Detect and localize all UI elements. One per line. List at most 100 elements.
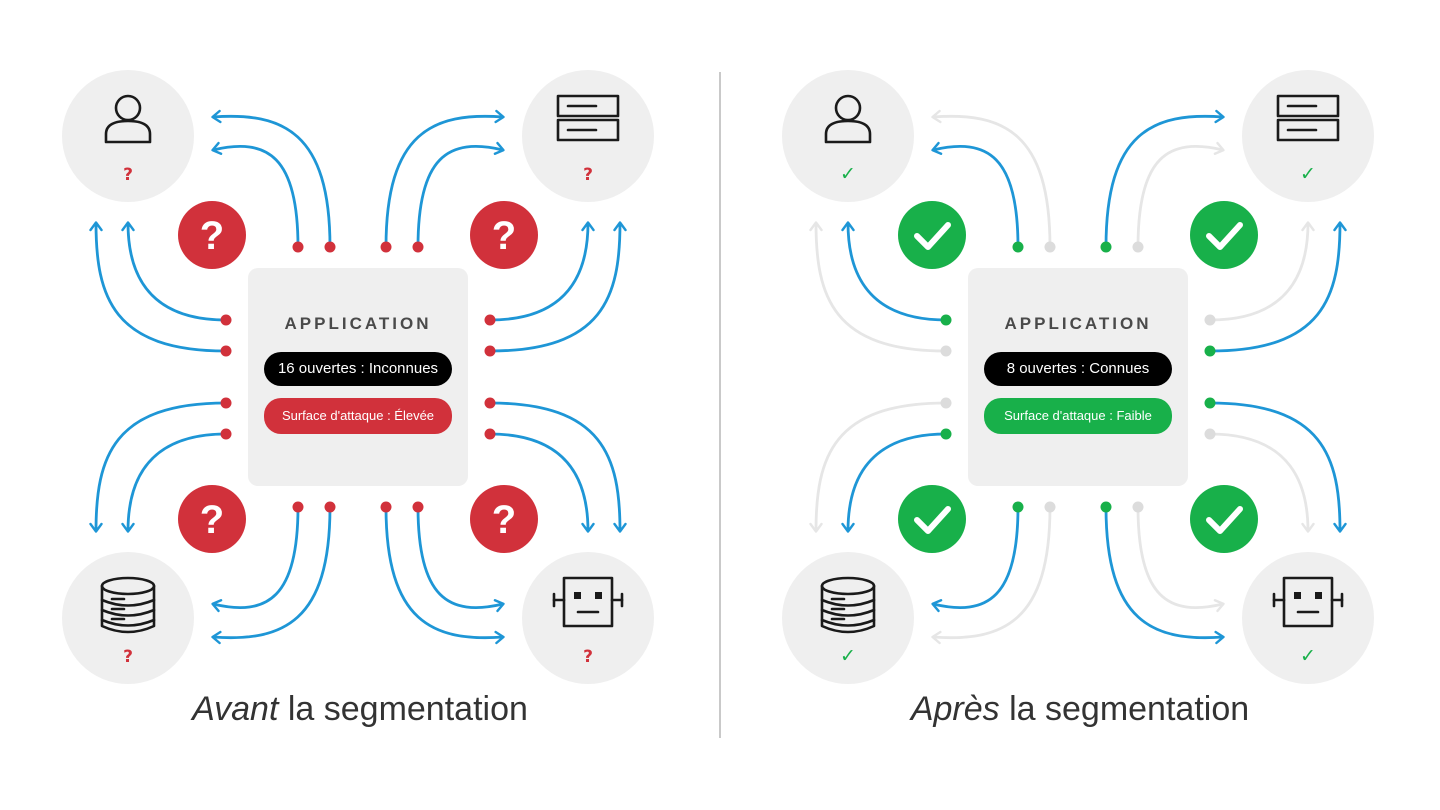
- flow-arrow: [1104, 109, 1225, 248]
- flow-arrow: [121, 432, 227, 533]
- port-dot: [940, 314, 952, 326]
- status-badge: [1190, 201, 1258, 269]
- database-icon: [820, 576, 876, 634]
- port-dot: [484, 345, 496, 357]
- port-dot: [412, 501, 424, 513]
- badge-circle: [178, 201, 246, 269]
- port-dot: [292, 241, 304, 253]
- port-dot: [1100, 501, 1112, 513]
- node-circle: [1242, 552, 1374, 684]
- node-status-mark: ?: [123, 165, 133, 185]
- badge-circle: [470, 201, 538, 269]
- open-ports-pill: 8 ouvertes : Connues: [984, 352, 1172, 386]
- caption-after: Après la segmentation: [720, 690, 1440, 729]
- port-dot: [412, 241, 424, 253]
- flow-arrow: [841, 221, 947, 322]
- port-dot: [1012, 241, 1024, 253]
- port-dot: [1132, 241, 1144, 253]
- application-box: APPLICATION 8 ouvertes : Connues Surface…: [968, 268, 1188, 486]
- server-icon: [1276, 94, 1340, 142]
- port-dot: [220, 345, 232, 357]
- flow-arrow: [1136, 506, 1225, 613]
- question-icon: ?: [492, 498, 516, 542]
- check-icon: [914, 506, 951, 534]
- port-dot: [220, 428, 232, 440]
- port-dot: [380, 501, 392, 513]
- flow-graphic-after: ✓✓✓✓: [782, 70, 1374, 684]
- server-icon: [556, 94, 620, 142]
- flow-arrow: [1104, 506, 1225, 645]
- question-icon: ?: [200, 498, 224, 542]
- badge-circle: [898, 485, 966, 553]
- flow-arrow: [931, 141, 1020, 248]
- caption-emphasis: Après: [910, 690, 1000, 728]
- node-database: ?: [62, 552, 194, 684]
- check-icon: [914, 222, 951, 250]
- flow-arrow: [931, 506, 1020, 613]
- node-status-mark: ?: [123, 647, 133, 667]
- caption-before: Avant la segmentation: [0, 690, 720, 729]
- port-dot: [940, 345, 952, 357]
- question-icon: ?: [200, 214, 224, 258]
- flow-arrow: [211, 506, 332, 645]
- database-icon: [100, 576, 156, 634]
- flow-arrow: [211, 141, 300, 248]
- node-database: ✓: [782, 552, 914, 684]
- port-dot: [484, 314, 496, 326]
- badge-circle: [1190, 201, 1258, 269]
- node-robot: ?: [522, 552, 654, 684]
- node-circle: [522, 70, 654, 202]
- status-badge: [1190, 485, 1258, 553]
- robot-icon: [1272, 576, 1344, 628]
- badge-circle: [470, 485, 538, 553]
- flow-arrow: [1209, 401, 1347, 533]
- port-dot: [1132, 501, 1144, 513]
- node-server: ?: [522, 70, 654, 202]
- node-circle: [62, 70, 194, 202]
- robot-eye: [595, 592, 602, 599]
- caption-rest: la segmentation: [999, 690, 1250, 728]
- port-dot: [220, 397, 232, 409]
- port-dot: [484, 397, 496, 409]
- port-dot: [940, 428, 952, 440]
- node-status-mark: ✓: [1300, 645, 1316, 667]
- status-badge: [898, 485, 966, 553]
- flow-arrow: [384, 506, 505, 645]
- flow-arrow: [1209, 221, 1315, 322]
- node-user: ?: [62, 70, 194, 202]
- status-badge: [898, 201, 966, 269]
- node-user: ✓: [782, 70, 914, 202]
- question-icon: ?: [492, 214, 516, 258]
- flow-arrow: [384, 109, 505, 248]
- port-dot: [380, 241, 392, 253]
- attack-surface-pill: Surface d'attaque : Faible: [984, 398, 1172, 434]
- status-badge: ?: [470, 485, 538, 553]
- port-dot: [1204, 345, 1216, 357]
- badge-circle: [178, 485, 246, 553]
- node-status-mark: ?: [583, 647, 593, 667]
- flow-arrow: [809, 401, 947, 533]
- panel-before: ???????? APPLICATION 16 ouvertes : Incon…: [0, 70, 720, 729]
- flow-arrow: [89, 401, 227, 533]
- flow-arrow: [1209, 221, 1347, 353]
- robot-eye: [1315, 592, 1322, 599]
- node-circle: [782, 70, 914, 202]
- node-status-mark: ?: [583, 165, 593, 185]
- flow-arrow: [121, 221, 227, 322]
- port-dot: [484, 428, 496, 440]
- port-dot: [1204, 314, 1216, 326]
- port-dot: [220, 314, 232, 326]
- badge-circle: [898, 201, 966, 269]
- flow-arrow: [809, 221, 947, 353]
- flow-arrow: [1209, 432, 1315, 533]
- flow-arrow: [211, 506, 300, 613]
- node-circle: [1242, 70, 1374, 202]
- flow-arrow: [931, 109, 1052, 248]
- port-dot: [324, 241, 336, 253]
- robot-icon: [552, 576, 624, 628]
- port-dot: [292, 501, 304, 513]
- panel-after: ✓✓✓✓ APPLICATION 8 ouvertes : Connues Su…: [720, 0, 1440, 810]
- robot-eye: [574, 592, 581, 599]
- application-box: APPLICATION 16 ouvertes : Inconnues Surf…: [248, 268, 468, 486]
- node-status-mark: ✓: [840, 645, 856, 667]
